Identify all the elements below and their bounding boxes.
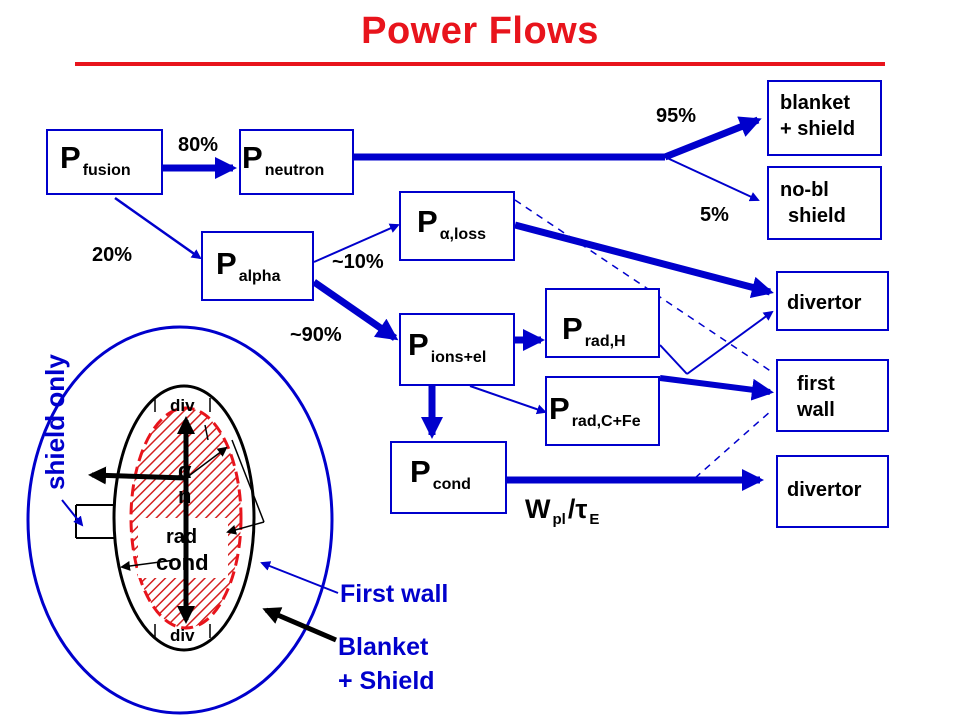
- pct-80: 80%: [178, 134, 219, 156]
- box-p-alpha-loss: [399, 191, 515, 261]
- arrow-cs-left: [88, 466, 187, 485]
- pct-20: 20%: [92, 244, 133, 266]
- label-blanket-shield: Blanket+ Shield: [338, 633, 435, 695]
- arrow-shield-only: [61, 499, 84, 527]
- cs-div-top: div: [170, 396, 195, 415]
- arrow-first-wall: [260, 561, 339, 594]
- arrow-cs-rad2: [226, 521, 265, 535]
- pct-90: ~90%: [290, 324, 342, 346]
- cs-alpha: α: [178, 458, 192, 483]
- cs-n: n: [178, 483, 192, 508]
- arrow-blanket: [262, 607, 337, 643]
- dest-divertor-bottom: divertor: [787, 479, 862, 501]
- page-title: Power Flows: [361, 10, 599, 52]
- arrow-fusion-alpha: [114, 196, 202, 260]
- arrow-junction-divertor: [686, 310, 774, 375]
- label-shield-only: shield only: [40, 354, 70, 490]
- cs-cond: cond: [156, 550, 209, 575]
- arrow-cs-rad: [231, 439, 265, 523]
- core-label-area: [138, 518, 228, 578]
- arrow-cs-cond: [120, 559, 176, 571]
- box-first-wall: [776, 359, 889, 432]
- separatrix-dashed: [129, 406, 243, 630]
- box-p-neutron: [239, 129, 354, 195]
- title-underline: [75, 62, 885, 66]
- arrow-cs-alpha: [185, 446, 228, 479]
- blanket-shield-ellipse: [26, 325, 334, 715]
- arrow-to-blanket: [663, 116, 762, 161]
- pct-10: ~10%: [332, 251, 384, 273]
- dest-blanket-shield: blanket+ shield: [780, 92, 856, 140]
- arrow-to-nobl: [664, 156, 760, 202]
- pct-95: 95%: [656, 105, 697, 127]
- pct-5: 5%: [700, 204, 729, 226]
- box-p-rad-h: [545, 288, 660, 358]
- arrow-alpha-ions: [312, 279, 399, 341]
- box-p-fusion: [46, 129, 163, 195]
- line-radh-junction: [659, 344, 688, 375]
- box-p-rad-cfe: [545, 376, 660, 446]
- box-p-ions-el: [399, 313, 515, 386]
- dest-divertor-top: divertor: [787, 292, 862, 314]
- box-p-cond: [390, 441, 507, 514]
- arrow-radcfe-firstwall: [659, 375, 774, 401]
- box-divertor-top: [776, 271, 889, 331]
- box-blanket: [767, 80, 882, 156]
- box-divertor-bottom: [776, 455, 889, 528]
- arrow-ions-radcfe: [469, 385, 547, 415]
- arrow-aloss-divertor: [514, 221, 774, 299]
- cs-rad: rad: [166, 526, 198, 548]
- arrow-alpha-loss: [313, 223, 400, 263]
- dashed-cond-firstwall: [694, 409, 773, 479]
- cs-div-bottom: div: [170, 626, 195, 645]
- arrow-cs-tr: [204, 424, 209, 441]
- label-first-wall: First wall: [340, 580, 449, 608]
- first-wall-ellipse: [112, 384, 256, 652]
- box-no-bl: [767, 166, 882, 240]
- box-p-alpha: [201, 231, 314, 301]
